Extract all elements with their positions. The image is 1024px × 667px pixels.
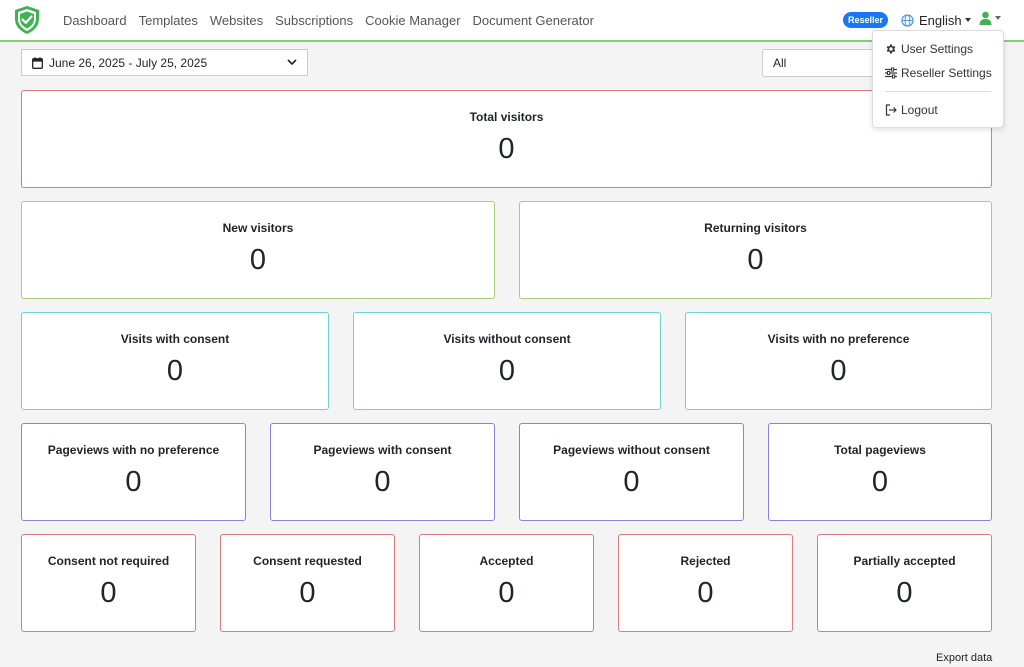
- chevron-down-icon: [995, 16, 1001, 20]
- card-label: Consent requested: [253, 554, 362, 568]
- card-value: 0: [498, 577, 515, 609]
- card-value: 0: [623, 466, 640, 498]
- card-label: Total pageviews: [834, 443, 926, 457]
- export-data-link[interactable]: Export data: [936, 652, 993, 664]
- shield-check-icon[interactable]: [12, 5, 42, 35]
- menu-item-label: Reseller Settings: [901, 66, 992, 80]
- nav-subscriptions[interactable]: Subscriptions: [275, 12, 354, 28]
- top-navbar: Dashboard Templates Websites Subscriptio…: [0, 0, 1024, 42]
- card-accepted: Accepted 0: [419, 534, 594, 632]
- date-range-picker[interactable]: June 26, 2025 - July 25, 2025: [21, 49, 308, 76]
- user-menu-toggle[interactable]: [979, 11, 1001, 25]
- card-label: Pageviews with consent: [313, 443, 452, 457]
- menu-item-label: Logout: [901, 103, 938, 117]
- card-value: 0: [498, 133, 515, 165]
- chevron-down-icon: [964, 18, 971, 22]
- card-visits-no-preference: Visits with no preference 0: [685, 312, 992, 410]
- nav-links: Dashboard Templates Websites Subscriptio…: [63, 0, 606, 40]
- card-value: 0: [747, 244, 764, 276]
- card-value: 0: [697, 577, 714, 609]
- card-label: Accepted: [479, 554, 534, 568]
- menu-item-label: User Settings: [901, 42, 974, 56]
- globe-icon: [901, 13, 914, 27]
- gear-icon: [886, 44, 896, 54]
- card-label: Total visitors: [469, 110, 544, 124]
- card-value: 0: [896, 577, 913, 609]
- menu-item-user-settings[interactable]: User Settings: [885, 42, 973, 56]
- card-value: 0: [299, 577, 316, 609]
- nav-cookie-manager[interactable]: Cookie Manager: [365, 12, 461, 28]
- card-value: 0: [374, 466, 391, 498]
- nav-document-generator[interactable]: Document Generator: [472, 12, 594, 28]
- card-value: 0: [125, 466, 142, 498]
- card-label: Consent not required: [47, 554, 170, 568]
- card-partially-accepted: Partially accepted 0: [817, 534, 992, 632]
- language-selector[interactable]: English: [901, 12, 971, 28]
- card-label: Rejected: [680, 554, 731, 568]
- card-visits-with-consent: Visits with consent 0: [21, 312, 329, 410]
- nav-dashboard[interactable]: Dashboard: [63, 12, 127, 28]
- card-total-pageviews: Total pageviews 0: [768, 423, 992, 521]
- card-value: 0: [871, 466, 889, 498]
- calendar-icon: [32, 56, 43, 69]
- card-returning-visitors: Returning visitors 0: [519, 201, 992, 299]
- card-label: Returning visitors: [704, 221, 807, 235]
- card-visits-without-consent: Visits without consent 0: [353, 312, 661, 410]
- card-label: New visitors: [222, 221, 294, 235]
- card-new-visitors: New visitors 0: [21, 201, 495, 299]
- card-label: Visits with no preference: [767, 332, 910, 346]
- card-pageviews-without-consent: Pageviews without consent 0: [519, 423, 744, 521]
- menu-item-reseller-settings[interactable]: Reseller Settings: [885, 66, 992, 80]
- card-label: Pageviews without consent: [553, 443, 710, 457]
- logout-icon: [885, 104, 897, 116]
- date-range-text: June 26, 2025 - July 25, 2025: [49, 55, 208, 70]
- card-value: 0: [166, 355, 184, 387]
- card-rejected: Rejected 0: [618, 534, 793, 632]
- chevron-down-icon: [287, 59, 297, 66]
- card-total-visitors: Total visitors 0: [21, 90, 992, 188]
- card-label: Visits without consent: [443, 332, 571, 346]
- card-value: 0: [498, 355, 516, 387]
- nav-templates[interactable]: Templates: [138, 12, 198, 28]
- menu-item-logout[interactable]: Logout: [885, 103, 938, 117]
- card-label: Partially accepted: [853, 554, 956, 568]
- card-value: 0: [100, 577, 117, 609]
- card-value: 0: [249, 244, 267, 276]
- user-dropdown-menu: User Settings Reseller Settings Logout: [872, 30, 1004, 128]
- reseller-badge: Reseller: [843, 12, 889, 28]
- card-label: Visits with consent: [120, 332, 230, 346]
- card-consent-requested: Consent requested 0: [220, 534, 395, 632]
- card-label: Pageviews with no preference: [47, 443, 220, 457]
- card-consent-not-required: Consent not required 0: [21, 534, 196, 632]
- card-value: 0: [830, 355, 847, 387]
- filter-select[interactable]: All: [762, 49, 892, 77]
- card-pageviews-with-consent: Pageviews with consent 0: [270, 423, 495, 521]
- language-label: English: [919, 12, 962, 28]
- user-icon: [979, 11, 992, 25]
- menu-divider: [885, 91, 991, 92]
- card-pageviews-no-preference: Pageviews with no preference 0: [21, 423, 246, 521]
- sliders-icon: [885, 67, 897, 79]
- nav-websites[interactable]: Websites: [209, 12, 264, 28]
